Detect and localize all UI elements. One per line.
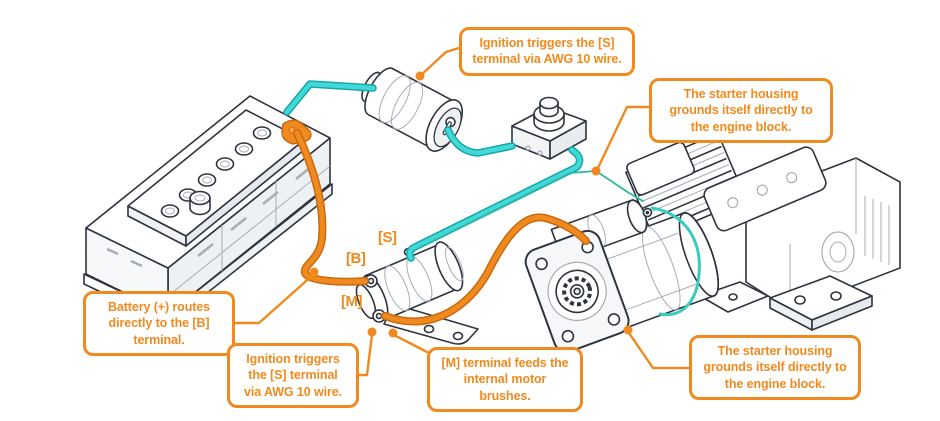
wire-ignition-to-button [444,126,516,157]
terminal-label-m: [M] [341,293,363,310]
callout-battery-left-text: Battery (+) routes directly to the [B] t… [107,300,211,347]
wire-m-terminal-to-starter [381,213,590,326]
callout-ignition-top: Ignition triggers the [S] terminal via A… [459,27,635,76]
terminal-label-s: [S] [378,229,397,246]
leader-ignition-top [419,46,461,77]
ground-strap-wire [650,206,701,317]
callout-ignition-top-text: Ignition triggers the [S] terminal via A… [472,36,622,67]
leader-ground-bottom [627,331,691,370]
battery-illustration [83,95,333,325]
callout-ignition-bottom-text: Ignition triggers the [S] terminal via A… [244,352,342,399]
wire-battery-to-ignition [283,80,377,116]
wire-button-to-s-terminal [405,146,584,262]
callout-ground-top-text: The starter housing grounds itself direc… [669,87,813,134]
callout-ground-bottom-text: The starter housing grounds itself direc… [703,344,847,391]
callout-ground-top: The starter housing grounds itself direc… [649,78,833,143]
engine-block-illustration [625,132,901,331]
leader-dot-battery-left [309,267,319,277]
leader-battery-left [233,272,316,325]
callout-m-terminal: [M] terminal feeds the internal motor br… [427,347,583,412]
leader-dot-ground-top [591,166,601,176]
leader-dot-ignition-top [415,71,425,81]
leader-m-terminal [392,333,431,355]
starter-motor-illustration [524,199,720,353]
callout-battery-left: Battery (+) routes directly to the [B] t… [83,291,235,356]
leader-dot-ground-bottom [623,325,633,335]
callout-ground-bottom: The starter housing grounds itself direc… [689,335,861,400]
leader-ground-top [595,105,651,172]
leader-dot-ignition-bottom [367,327,377,337]
leader-ignition-bottom [356,333,374,377]
starter-solenoid-illustration [355,241,479,345]
leader-dot-m-terminal [388,328,398,338]
terminal-label-b: [B] [346,250,366,267]
wire-battery-to-b-terminal [293,129,369,286]
callout-ignition-bottom: Ignition triggers the [S] terminal via A… [227,343,359,408]
push-button-switch-illustration [511,96,587,160]
callout-m-terminal-text: [M] terminal feeds the internal motor br… [441,356,569,403]
